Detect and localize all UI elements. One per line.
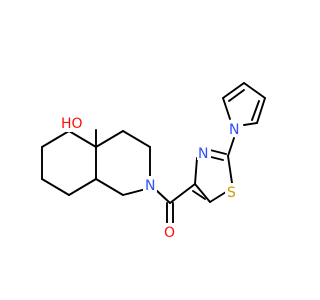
bond-n3-c2-a xyxy=(209,149,227,155)
bond-carbonyl-c4thz xyxy=(169,183,196,204)
bond-n2-c1 xyxy=(122,188,147,196)
bond-c7-c8 xyxy=(41,178,70,196)
hydroxyl-label: HO xyxy=(61,116,83,132)
bond-c5thz-c4thz-a xyxy=(194,183,211,203)
bond-ca-cb-a xyxy=(222,82,245,99)
bond-cc-cd-a xyxy=(256,97,266,124)
bond-c2-npyr xyxy=(227,137,235,157)
bond-c4a-c4 xyxy=(95,130,124,148)
thiazole-sulfur-label: S xyxy=(227,185,236,201)
thiazole-nitrogen-label: N xyxy=(198,146,208,162)
bonds xyxy=(41,82,266,224)
bond-npyr-ca xyxy=(222,97,231,120)
structure-canvas: HO N O N S N xyxy=(41,82,266,241)
bond-c4a-c5 xyxy=(68,130,97,148)
bond-n2-carbonyl xyxy=(155,189,171,204)
bond-c5thz-c4thz-b xyxy=(192,190,206,200)
bond-s-c5thz xyxy=(209,191,227,203)
pyrrole-nitrogen-label: N xyxy=(229,122,239,138)
bond-c1-c8a xyxy=(95,178,124,196)
bond-cc-cd-b xyxy=(251,100,260,121)
carbonyl-oxygen-label: O xyxy=(164,225,175,241)
ring-nitrogen-label: N xyxy=(145,178,155,194)
bond-cb-cc xyxy=(243,82,266,99)
bond-cd-npyr xyxy=(243,122,258,126)
bond-c4-c3 xyxy=(122,130,151,148)
bond-c2-s xyxy=(227,155,233,184)
atom-labels: HO N O N S N xyxy=(60,114,242,241)
bond-ca-cb-b xyxy=(228,89,245,102)
bond-c4thz-n3 xyxy=(194,157,198,185)
bond-c8-c8a xyxy=(68,178,97,196)
bond-c5-c6 xyxy=(41,130,70,148)
